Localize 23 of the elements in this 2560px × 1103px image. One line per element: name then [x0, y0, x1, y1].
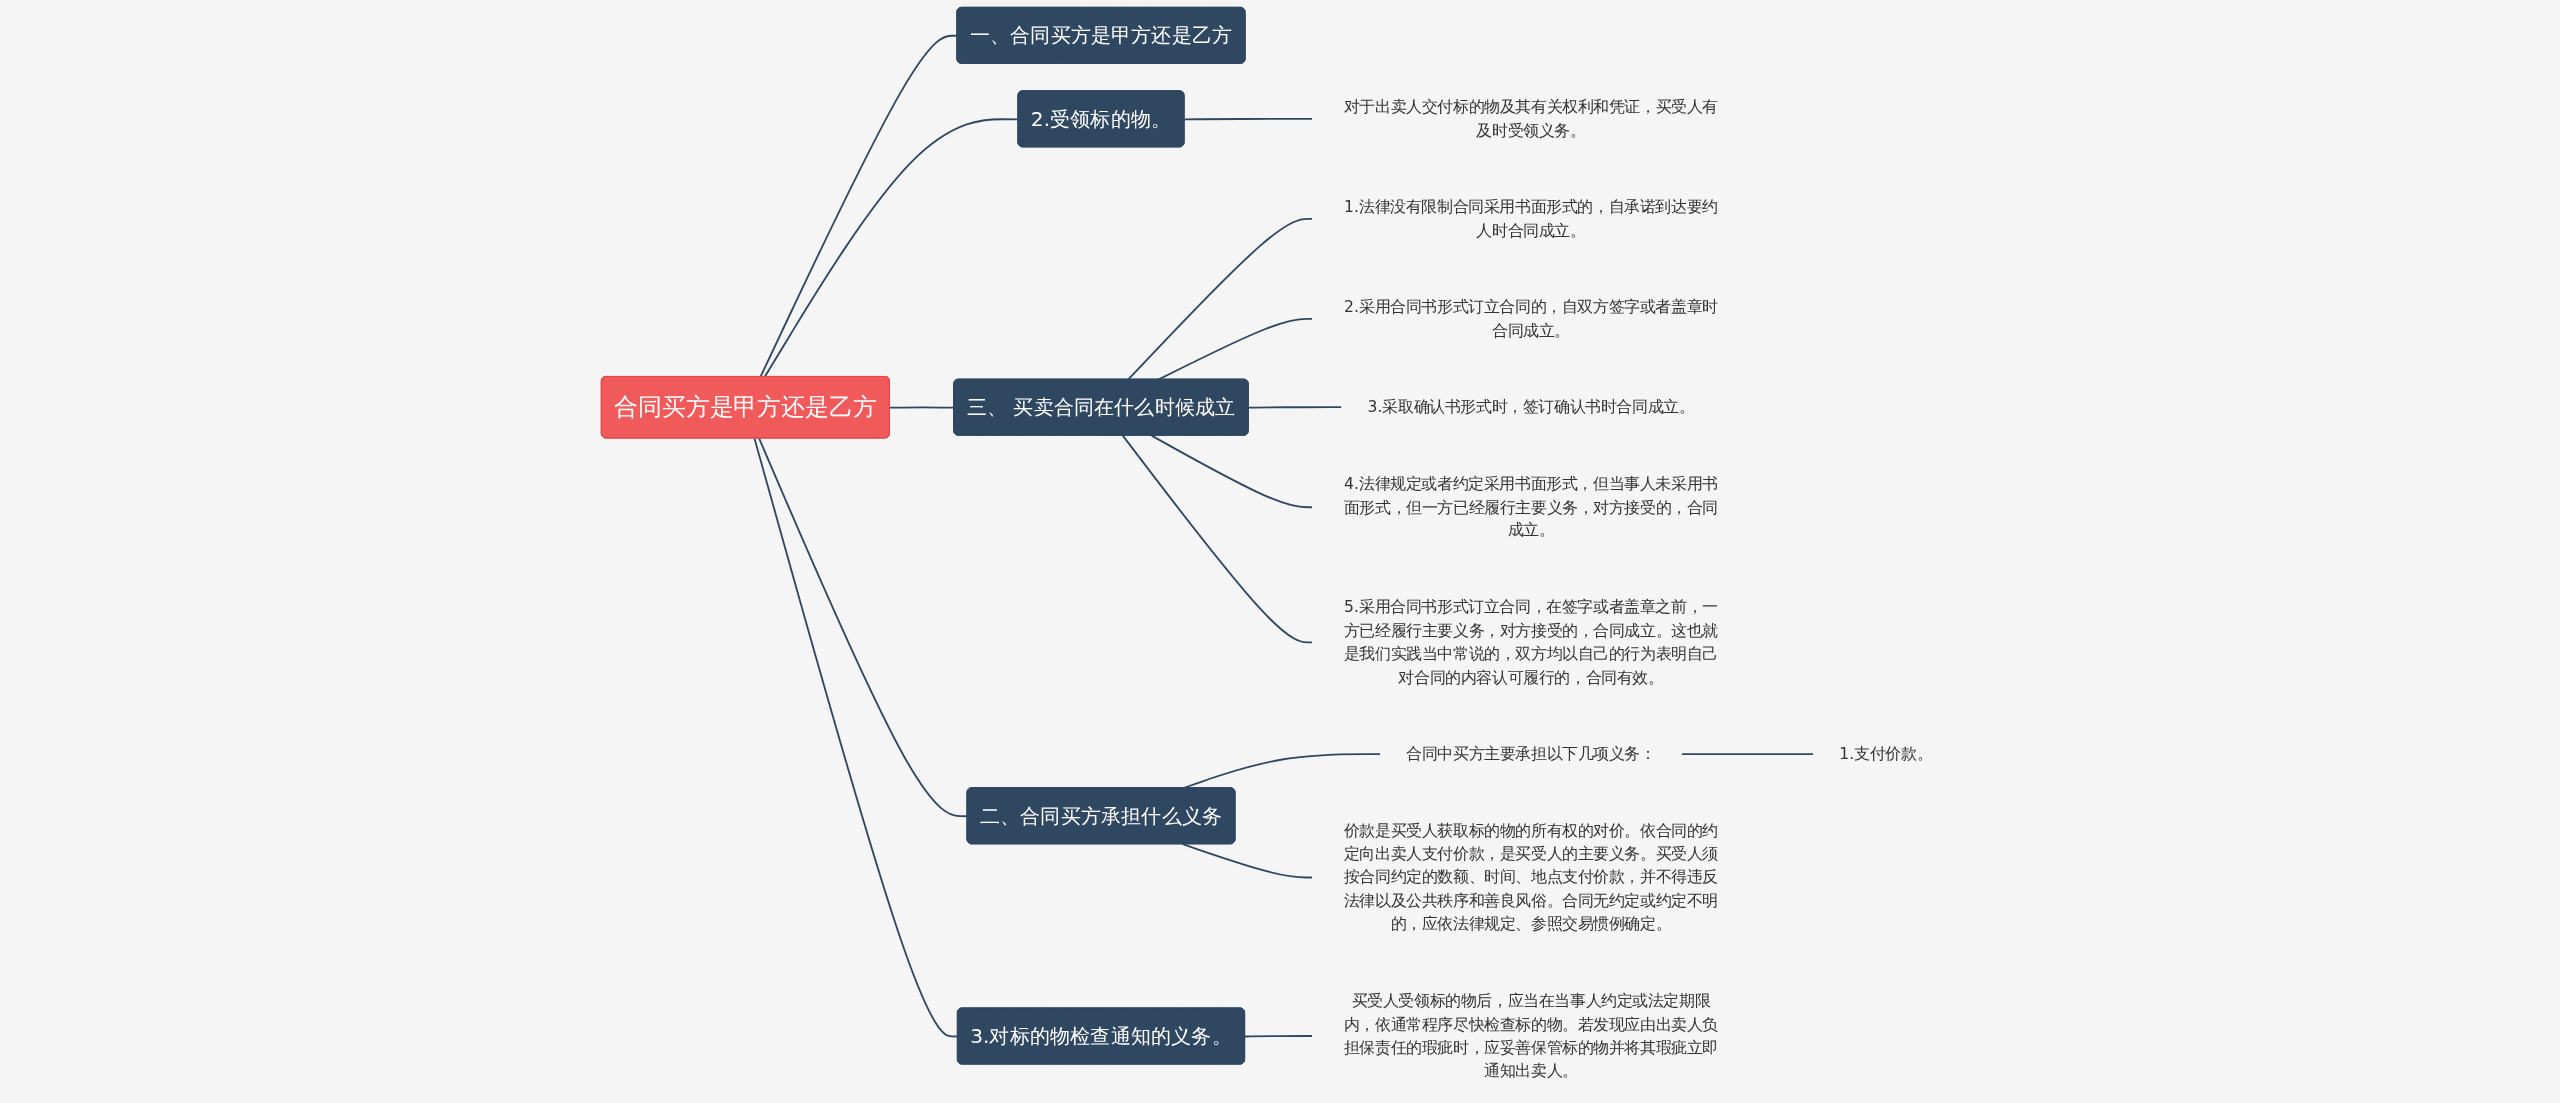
node-text: 买受人受领标的物后，应当在当事人约定或法定期限内，依通常程序尽快检查标的物。若发现应由出卖人负担保责任的瑕疵时，应妥善保管标的物并将其瑕疵立即通知出卖人。 [1344, 991, 1719, 1080]
connector [1248, 406, 1344, 409]
connector [1184, 117, 1314, 121]
node-text: 1.支付价款。 [1839, 744, 1933, 763]
node-text: 2.采用合同书形式订立合同的，自双方签字或者盖章时合同成立。 [1344, 297, 1719, 340]
node-text: 价款是买受人获取标的物的所有权的对价。依合同的约定向出卖人支付价款，是买受人的主要义务。买受人须按合同约定的数额、时间、地点支付价款，并不得违反法律以及公共秩序和善良风俗。合同无约定或约定不明的，应依法律规定、参照交易惯例确定。 [1344, 820, 1719, 933]
connector [889, 406, 956, 409]
connector [1182, 843, 1314, 879]
connector [1680, 753, 1815, 755]
connector [1244, 1035, 1314, 1038]
node-text: 4.法律规定或者约定采用书面形式，但当事人未采用书面形式，但一方已经履行主要义务，对方接受的，合同成立。 [1344, 473, 1719, 540]
connector [1157, 317, 1314, 381]
connector [1127, 217, 1314, 381]
connector [759, 34, 959, 378]
connector [1122, 434, 1314, 644]
node-text: 对于出卖人交付标的物及其有关权利和凭证，买受人有及时受领义务。 [1344, 97, 1719, 140]
connector [764, 118, 1020, 378]
node-text: 3.采取确认书形式时，签订确认书时合同成立。 [1367, 397, 1695, 416]
connector [758, 437, 969, 818]
node-text: 5.采用合同书形式订立合同，在签字或者盖章之前，一方已经履行主要义务，对方接受的，合同成立。这也就是我们实践当中常说的，双方均以自己的行为表明自己对合同的内容认可履行的，合同有效。 [1344, 597, 1719, 686]
connector [1151, 434, 1314, 509]
node-text: 合同中买方主要承担以下几项义务： [1406, 744, 1657, 763]
node-text: 1.法律没有限制合同采用书面形式的，自承诺到达要约人时合同成立。 [1344, 197, 1719, 240]
